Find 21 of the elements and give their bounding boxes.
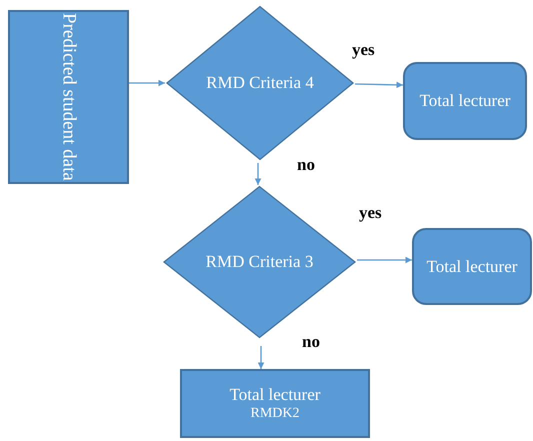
terminal-box (403, 62, 527, 140)
node-text: Total lecturer (230, 384, 320, 406)
node-text: Total lecturer (420, 90, 510, 112)
edge-label: yes (352, 40, 375, 60)
node-text: RMD Criteria 3 (206, 251, 314, 273)
arrow (129, 80, 165, 86)
arrow (258, 346, 264, 369)
arrow (354, 82, 404, 88)
edge-label: no (297, 155, 315, 175)
arrow (357, 256, 412, 264)
process-box (180, 369, 370, 438)
node-text: Predicted student data (57, 13, 80, 181)
edge-label: yes (359, 203, 382, 223)
arrow (254, 163, 262, 185)
node-text: RMD Criteria 4 (206, 72, 314, 94)
node-subtext: RMDK2 (250, 405, 300, 423)
process-box (8, 10, 129, 184)
node-text: Total lecturer (426, 256, 518, 278)
terminal-box (412, 228, 532, 305)
decision-diamond (162, 185, 357, 339)
edge-label: no (302, 332, 320, 352)
